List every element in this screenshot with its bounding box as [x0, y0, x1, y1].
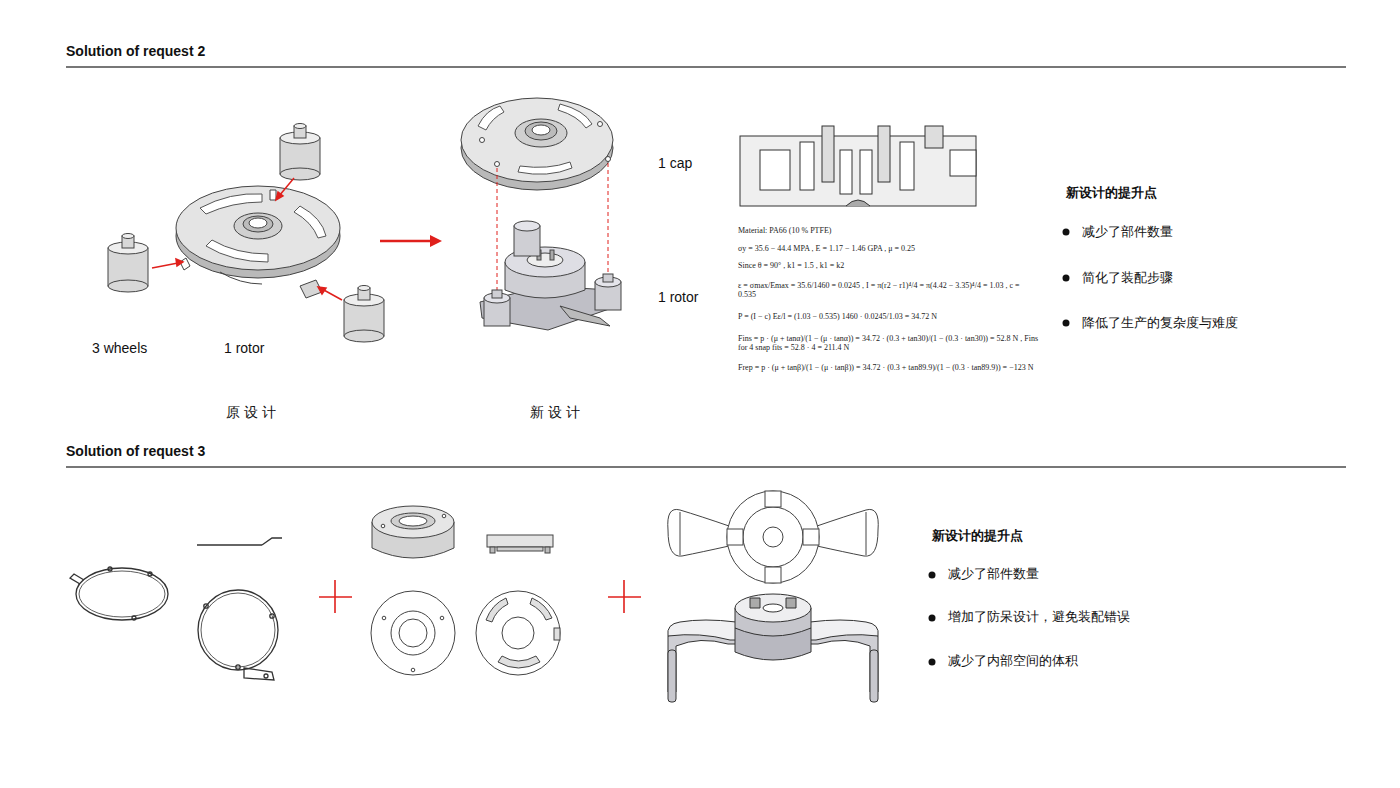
section-heading: Solution of request 2 [66, 43, 205, 60]
part-label: 1 rotor [658, 289, 698, 306]
bullet-text: 减少了部件数量 [1082, 224, 1173, 240]
bullet-text: 降低了生产的复杂度与难度 [1082, 315, 1238, 331]
formula: ε = σmax/Emax = 35.6/1460 = 0.0245 , I =… [738, 281, 1038, 300]
bullet-text: 减少了内部空间的体积 [948, 653, 1078, 669]
bullet-text: 减少了部件数量 [948, 566, 1039, 582]
part-label: 1 cap [658, 155, 692, 172]
improvement-heading: 新设计的提升点 [932, 528, 1023, 544]
formula: Fins = p · (μ + tanα)/(1 − (μ · tanα)) =… [738, 334, 1048, 353]
bullet-text: 增加了防呆设计，避免装配错误 [948, 609, 1130, 625]
part-label: 3 wheels [92, 340, 147, 357]
formula: Since θ = 90° , k1 = 1.5 , k1 = k2 [738, 261, 1038, 271]
bullet-text: 简化了装配步骤 [1082, 270, 1173, 286]
design-caption: 原 设 计 [226, 404, 276, 421]
formula: σy = 35.6 − 44.4 MPA , E = 1.17 − 1.46 G… [738, 244, 1038, 254]
design-caption: 新 设 计 [530, 404, 580, 421]
section-heading: Solution of request 3 [66, 443, 205, 460]
formula: Frep = p · (μ + tanβ)/(1 − (μ · tanβ)) =… [738, 363, 1048, 373]
formula: Material: PA66 (10 % PTFE) [738, 226, 1038, 236]
part-label: 1 rotor [224, 340, 264, 357]
formula: P = (I − c) Eε/l = (1.03 − 0.535) 1460 ·… [738, 312, 1038, 322]
improvement-heading: 新设计的提升点 [1066, 185, 1157, 201]
